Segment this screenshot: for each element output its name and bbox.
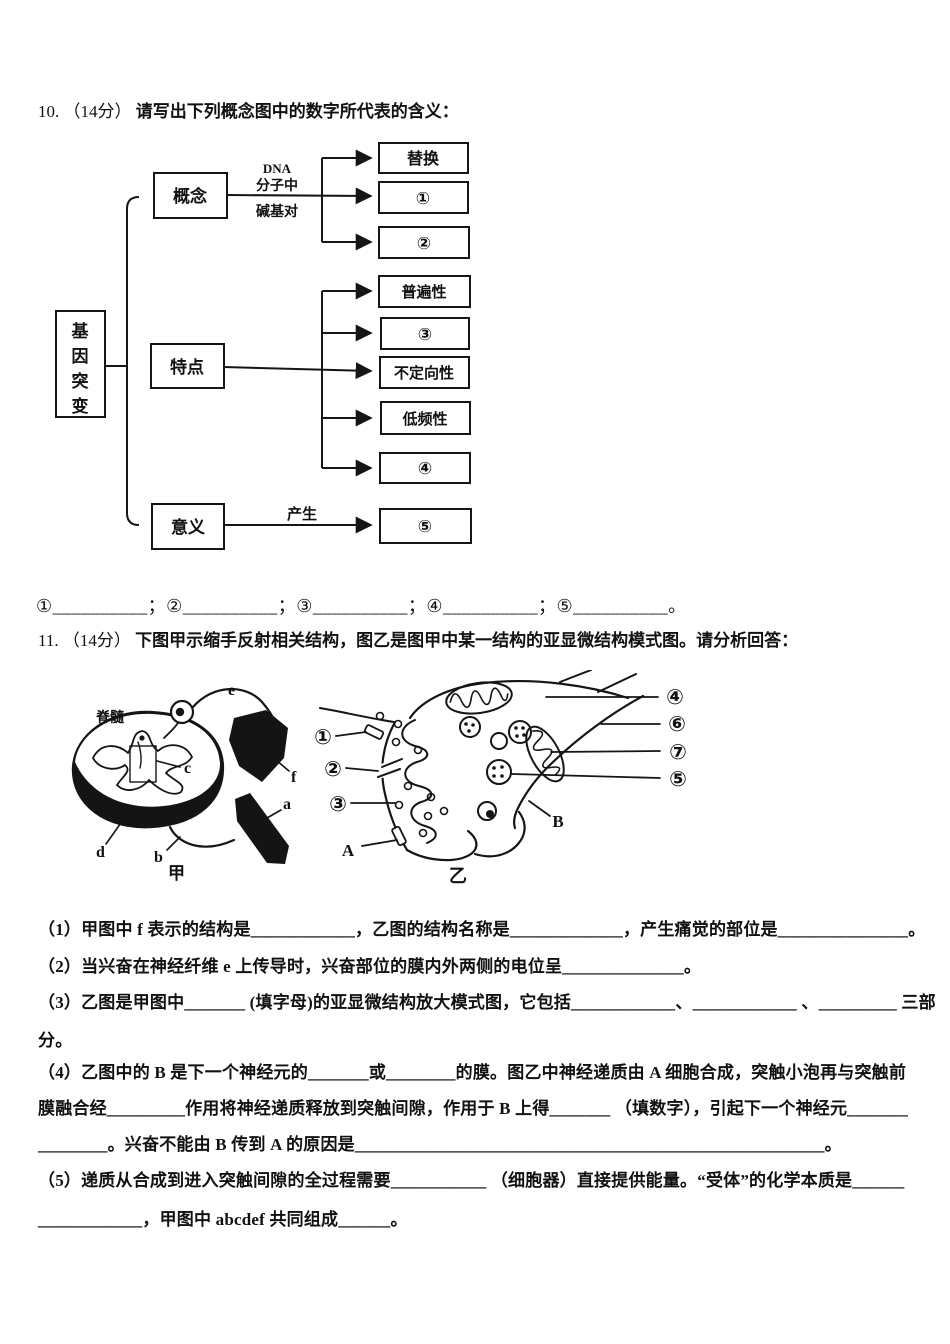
q11-line-1: （1）甲图中 f 表示的结构是____________，乙图的结构名称是____… [38, 920, 926, 939]
fig-jia-caption: 甲 [168, 864, 185, 883]
root-char: 基 [71, 321, 90, 341]
label-f: f [291, 769, 297, 786]
label-6: ⑥ [668, 712, 686, 736]
gray-matter-butterfly [91, 730, 194, 795]
target-nondirectional: 不定向性 [394, 364, 454, 382]
feature-label: 特点 [170, 357, 204, 377]
vesicle [490, 732, 508, 750]
fig-jia-shapes [71, 688, 290, 864]
leader-lines [335, 696, 661, 847]
q11-score: （14分） [62, 631, 131, 650]
knob-folded-edge [401, 719, 437, 844]
edge-label-dna: DNA [263, 161, 292, 176]
q10-heading: 10. （14分） 请写出下列概念图中的数字所代表的含义： [38, 97, 459, 122]
root-box [55, 310, 106, 418]
q11-prompt: 下图甲示缩手反射相关结构，图乙是图甲中某一结构的亚显微结构模式图。请分析回答： [135, 631, 799, 650]
edge-label-molecule: 分子中 [256, 177, 298, 194]
mitochondrion [525, 725, 565, 783]
figure-yi-synapse: ① ② ③ A ④ ⑥ ⑦ ⑤ B 乙 [314, 670, 687, 886]
label-b: b [154, 849, 163, 866]
concept-label: 概念 [173, 186, 207, 206]
q11-line-5b: ____________，甲图中 abcdef 共同组成______。 [38, 1210, 408, 1229]
target-2: ② [417, 234, 431, 253]
vesicle [477, 801, 497, 821]
q10-concept-diagram: 基 因 突 变 概念 特点 意义 DNA 分子中 碱基对 产生 替换 ① ② 普… [55, 142, 472, 550]
q11-line-4b: 膜融合经_________作用将神经递质释放到突触间隙，作用于 B 上得____… [38, 1099, 909, 1118]
transmitter-dots [375, 711, 449, 838]
root-char: 因 [72, 347, 89, 366]
q11-heading: 11. （14分） 下图甲示缩手反射相关结构，图乙是图甲中某一结构的亚显微结构模… [38, 626, 798, 651]
q10-answer-line: ①__________；②__________；③__________；④___… [36, 596, 687, 616]
label-4: ④ [666, 685, 684, 709]
vesicle [508, 720, 532, 744]
diagram-lines [55, 142, 472, 550]
q11-line-5: （5）递质从合成到进入突触间隙的全过程需要___________ （细胞器）直接… [38, 1171, 905, 1190]
vesicle [459, 716, 481, 738]
target-3: ③ [418, 325, 432, 344]
q11-line-4c: ________。兴奋不能由 B 传到 A 的原因是______________… [38, 1135, 842, 1154]
label-1: ① [314, 725, 332, 749]
myelin-node [391, 825, 407, 847]
target-substitute: 替换 [407, 149, 440, 168]
label-d: d [96, 844, 105, 861]
target-lowfreq: 低频性 [401, 410, 447, 428]
label-c: c [184, 760, 191, 777]
q10-score: （14分） [63, 102, 132, 121]
q10-prompt: 请写出下列概念图中的数字所代表的含义： [135, 102, 459, 121]
knob-bottom [405, 829, 478, 862]
mitochondrion [445, 681, 513, 715]
figure-jia-spinal-cord: 脊髓 e f c a d b 甲 [71, 682, 297, 883]
q11-line-3: （3）乙图是甲图中_______ (填字母)的亚显微结构放大模式图，它包括___… [38, 993, 936, 1012]
fig-yi-shapes [319, 670, 661, 862]
edge-label-produce: 产生 [287, 505, 317, 523]
bracket [105, 196, 140, 526]
label-A: A [342, 841, 355, 860]
label-5: ⑤ [669, 767, 687, 791]
q10-number: 10. [38, 102, 60, 121]
q11-line-3b: 分。 [38, 1031, 73, 1050]
label-B: B [552, 812, 563, 831]
efferent-nerve-b [168, 825, 236, 848]
receptor-f [229, 710, 288, 782]
q11-number: 11. [38, 631, 59, 650]
target-universal: 普遍性 [401, 283, 446, 301]
feature-box [150, 343, 225, 389]
target-4: ④ [418, 459, 432, 478]
postsynaptic-membrane [512, 694, 645, 830]
organ-label: 脊髓 [95, 709, 125, 726]
root-char: 变 [72, 396, 89, 416]
fig-yi-labels: ① ② ③ A ④ ⑥ ⑦ ⑤ B 乙 [314, 685, 687, 886]
vesicle-target-5 [486, 759, 512, 785]
target-5: ⑤ [418, 517, 432, 536]
q11-line-4: （4）乙图中的 B 是下一个神经元的_______或________的膜。图乙中… [38, 1063, 907, 1082]
myelin-node [363, 724, 385, 740]
fig-yi-caption: 乙 [449, 866, 467, 886]
label-7: ⑦ [669, 740, 687, 764]
q11-line-2: （2）当兴奋在神经纤维 e 上传导时，兴奋部位的膜内外两侧的电位呈_______… [38, 957, 702, 976]
label-e: e [228, 682, 235, 699]
label-2: ② [324, 757, 342, 781]
effector-a [235, 793, 289, 864]
label-3: ③ [329, 792, 347, 816]
fig-jia-labels: 脊髓 e f c a d b 甲 [95, 682, 297, 883]
detail-box [129, 745, 157, 783]
diagram-labels: 基 因 突 变 概念 特点 意义 DNA 分子中 碱基对 产生 替换 ① ② 普… [71, 149, 455, 537]
knob-top [408, 679, 630, 720]
root-char: 突 [72, 371, 89, 391]
target-1: ① [416, 189, 430, 208]
meaning-box [151, 503, 225, 550]
edge-label-basepair: 碱基对 [256, 203, 298, 220]
meaning-label: 意义 [171, 517, 205, 537]
label-a: a [283, 796, 291, 813]
